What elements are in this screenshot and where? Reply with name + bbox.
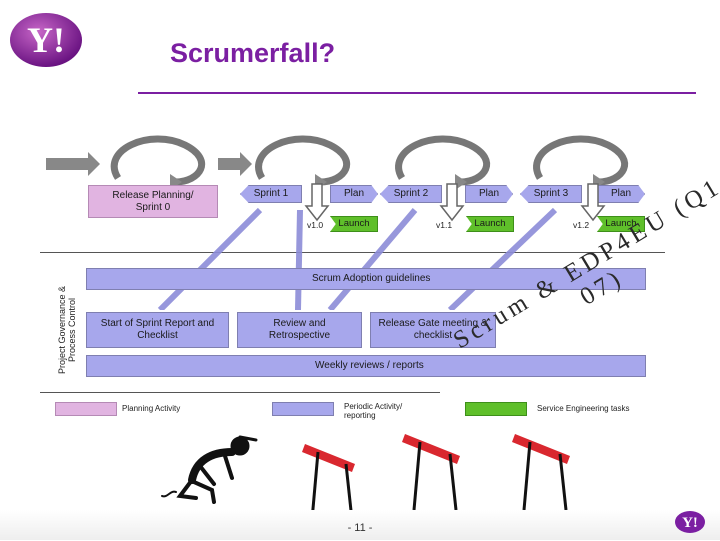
separator-bottom — [40, 392, 440, 393]
legend-swatch-planning — [55, 402, 117, 416]
loop-arrows — [46, 135, 629, 310]
yahoo-logo: Y! — [6, 8, 116, 70]
version-label-3: v1.2 — [573, 220, 590, 230]
down-arrow-icon — [439, 183, 465, 222]
yahoo-logo-icon: Y! — [10, 13, 82, 67]
loop-arrow-icon — [395, 135, 491, 186]
sprint-1-box: Sprint 1 — [240, 185, 302, 203]
legend-label-planning: Planning Activity — [122, 404, 181, 413]
launch-box-1: Launch — [330, 216, 378, 232]
release-markers — [304, 183, 606, 222]
plan-box-1: Plan — [330, 185, 378, 203]
logo-text: Y! — [27, 20, 65, 60]
down-arrow-icon — [580, 183, 606, 222]
version-label-2: v1.1 — [436, 220, 453, 230]
hurdle-icon — [302, 444, 355, 521]
footer-logo: Y! — [672, 508, 716, 536]
loop-arrow-icon — [255, 135, 351, 186]
legend-swatch-service — [465, 402, 527, 416]
hurdle-scene — [161, 434, 570, 521]
launch-box-3: Launch — [597, 216, 645, 232]
runner-figure-icon — [161, 435, 258, 504]
loop-arrow-icon — [533, 135, 629, 186]
governance-side-label: Project Governance & Process Control — [57, 285, 77, 375]
footer-band — [0, 510, 720, 540]
footer-logo-text: Y! — [682, 515, 698, 531]
slide-title: Scrumerfall? — [170, 38, 336, 68]
hurdle-icon — [512, 434, 570, 511]
launch-box-2: Launch — [466, 216, 514, 232]
version-label-1: v1.0 — [307, 220, 324, 230]
legend-label-periodic: Periodic Activity/ reporting — [344, 402, 403, 420]
title-rule — [138, 92, 696, 94]
yahoo-logo-icon: Y! — [675, 511, 705, 533]
release-gate-box: Release Gate meeting & checklist — [370, 312, 496, 348]
weekly-reviews-band: Weekly reviews / reports — [86, 355, 646, 377]
release-planning-box: Release Planning/ Sprint 0 — [88, 185, 218, 218]
plan-box-2: Plan — [465, 185, 513, 203]
down-arrow-icon — [304, 183, 330, 222]
legend-label-service: Service Engineering tasks — [537, 404, 630, 413]
page-number: - 11 - — [347, 522, 373, 534]
loop-arrow-icon — [110, 135, 206, 186]
hurdle-icon — [402, 434, 460, 511]
start-of-sprint-box: Start of Sprint Report and Checklist — [86, 312, 229, 348]
legend-swatch-periodic — [272, 402, 334, 416]
separator-top — [40, 252, 665, 253]
review-retrospective-box: Review and Retrospective — [237, 312, 362, 348]
sprint-2-box: Sprint 2 — [380, 185, 442, 203]
scrum-adoption-band: Scrum Adoption guidelines — [86, 268, 646, 290]
sprint-3-box: Sprint 3 — [520, 185, 582, 203]
